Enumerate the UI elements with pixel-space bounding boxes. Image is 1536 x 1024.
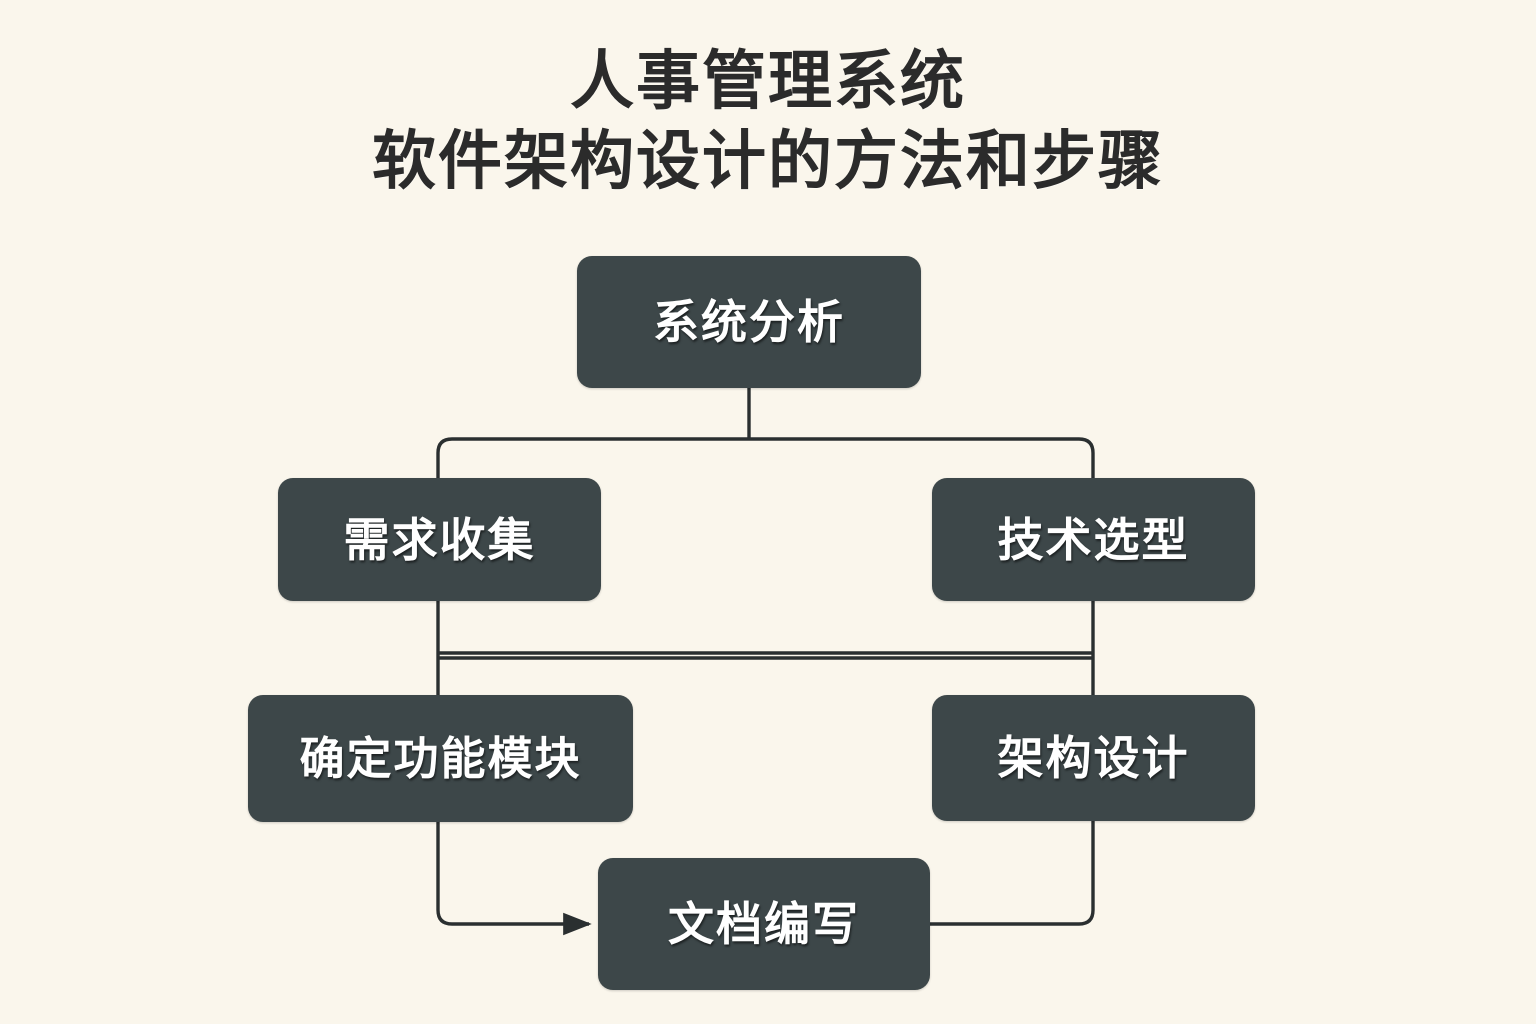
node-architecture-design-label: 架构设计	[997, 732, 1190, 784]
title-line-primary: 人事管理系统	[570, 45, 966, 117]
edge-system-analysis-to-tech-selection	[749, 437, 1095, 478]
edge-function-modules-to-documentation	[436, 822, 592, 936]
node-documentation-writing-label: 文档编写	[668, 898, 860, 950]
page-title: 人事管理系统 软件架构设计的方法和步骤	[0, 44, 1536, 199]
node-system-analysis[interactable]: 系统分析	[577, 256, 921, 388]
edge-architecture-to-documentation	[930, 821, 1095, 926]
node-technology-selection-label: 技术选型	[997, 513, 1190, 566]
node-define-function-modules[interactable]: 确定功能模块	[248, 695, 633, 822]
edge-system-analysis-to-requirements	[436, 437, 749, 478]
node-requirements-gathering-label: 需求收集	[343, 513, 536, 566]
node-system-analysis-label: 系统分析	[653, 296, 845, 348]
node-documentation-writing[interactable]: 文档编写	[598, 858, 930, 990]
node-requirements-gathering[interactable]: 需求收集	[278, 478, 601, 601]
node-define-function-modules-label: 确定功能模块	[299, 733, 582, 784]
node-technology-selection[interactable]: 技术选型	[932, 478, 1255, 601]
title-line-secondary: 软件架构设计的方法和步骤	[372, 124, 1164, 197]
node-architecture-design[interactable]: 架构设计	[932, 695, 1255, 821]
